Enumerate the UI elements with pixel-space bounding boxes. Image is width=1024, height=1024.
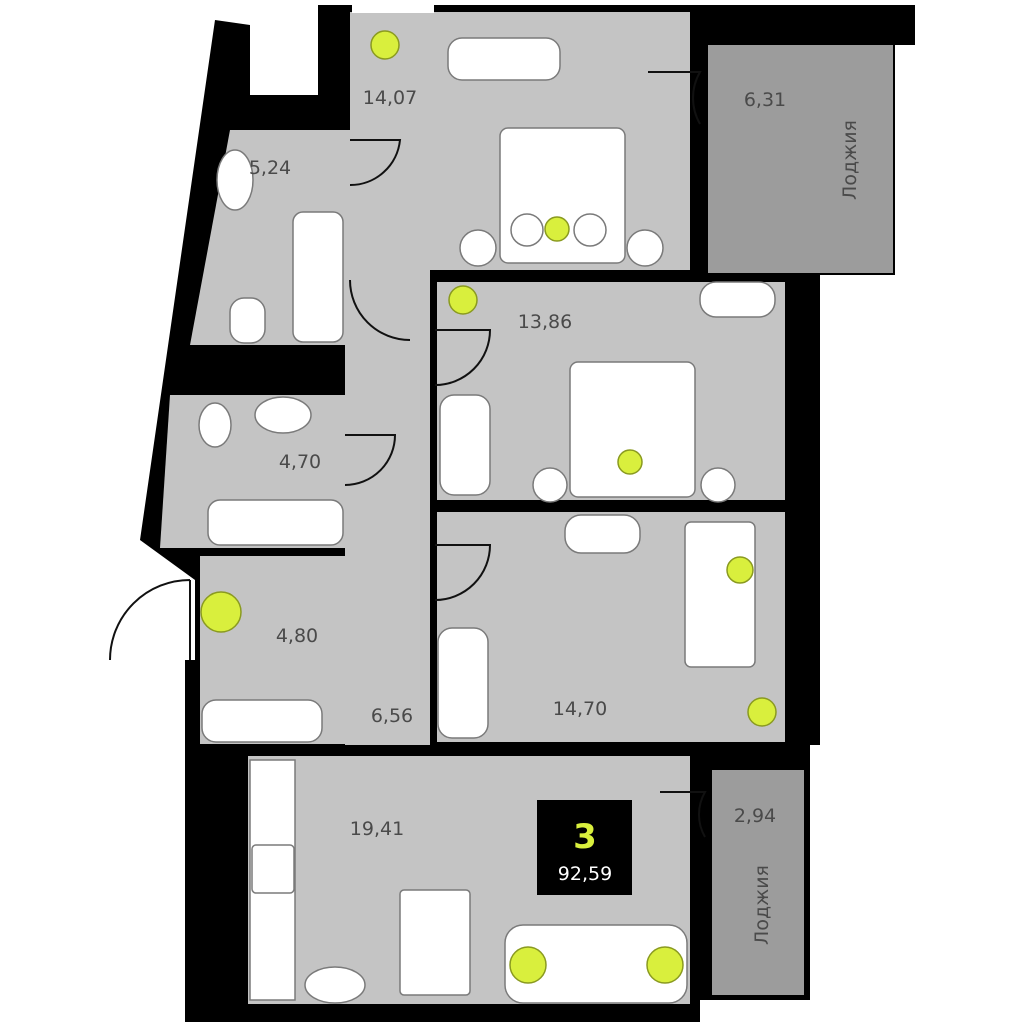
rooms-count: 3 — [573, 817, 597, 857]
window-top — [352, 5, 434, 13]
area-label: 14,70 — [553, 698, 607, 720]
nightstand — [700, 467, 736, 503]
loggia-area-label: 6,31 — [744, 89, 786, 111]
loggia-area-label: 2,94 — [734, 805, 776, 827]
nightstand — [626, 229, 664, 267]
desk — [564, 514, 641, 554]
lime-pillow-icon — [726, 556, 754, 584]
area-label: 13,86 — [518, 311, 572, 333]
nightstand — [532, 467, 568, 503]
area-label: 4,70 — [279, 451, 321, 473]
door-loggia-2 — [660, 791, 707, 838]
door-loggia-1 — [648, 71, 702, 125]
lime-cushion-icon — [509, 946, 547, 984]
sofa — [504, 924, 688, 1004]
bed — [569, 361, 696, 498]
pillow-icon — [510, 213, 544, 247]
bathtub — [207, 499, 344, 546]
area-label: 4,80 — [276, 625, 318, 647]
area-label: 5,24 — [249, 157, 291, 179]
lime-pillow-icon — [617, 449, 643, 475]
dining-table — [399, 889, 471, 996]
desk — [699, 281, 776, 318]
footprints-icon — [200, 591, 242, 633]
pillow-icon — [573, 213, 607, 247]
area-label: 6,56 — [371, 705, 413, 727]
door-bedroom-2 — [434, 329, 492, 386]
door-bedroom-1 — [349, 139, 402, 187]
stove — [251, 844, 295, 894]
area-label: 14,07 — [363, 87, 417, 109]
kitchen-sink — [304, 966, 366, 1004]
toilet — [198, 402, 232, 448]
entrance-opening — [140, 580, 195, 660]
loggia-label: Лоджия — [839, 120, 861, 200]
summary-badge — [537, 800, 632, 895]
toilet — [229, 297, 266, 344]
sink — [254, 396, 312, 434]
area-label: 19,41 — [350, 818, 404, 840]
radiator — [439, 394, 491, 496]
loggia-1 — [708, 45, 893, 273]
single-bed — [684, 521, 756, 668]
loggia-label: Лоджия — [751, 865, 773, 945]
room-corridor — [345, 130, 430, 745]
door-bedroom-3 — [434, 544, 492, 601]
lime-pillow-icon — [544, 216, 570, 242]
radiator — [201, 699, 323, 743]
door-entrance — [109, 579, 191, 661]
door-bath-1 — [349, 279, 411, 341]
plant-icon — [747, 697, 777, 727]
radiator — [437, 627, 489, 739]
plant-icon — [370, 30, 400, 60]
radiator — [447, 37, 561, 81]
lime-cushion-icon — [646, 946, 684, 984]
plant-icon — [448, 285, 478, 315]
door-bath-2 — [344, 434, 397, 486]
sink — [216, 149, 254, 211]
total-area: 92,59 — [558, 863, 612, 885]
loggia-2 — [712, 770, 804, 995]
nightstand — [459, 229, 497, 267]
bathtub — [292, 211, 344, 343]
